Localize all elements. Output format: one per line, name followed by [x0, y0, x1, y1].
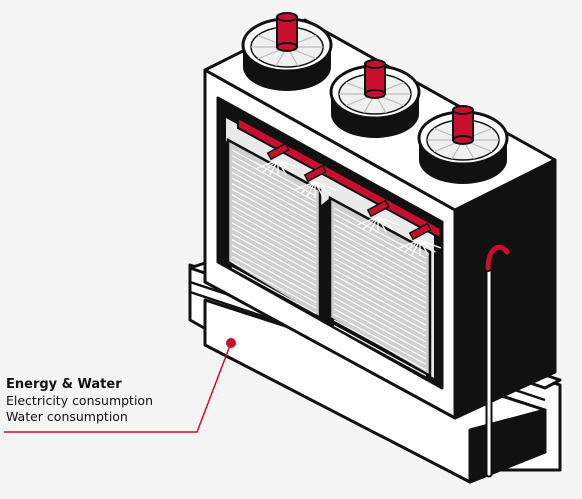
fill-line: [333, 235, 427, 287]
spray-line: [293, 181, 316, 191]
spray-line: [314, 181, 324, 198]
fill-line: [333, 297, 427, 349]
spray-line: [419, 239, 436, 253]
spray-line: [362, 216, 379, 230]
fill-line: [333, 280, 427, 332]
fill-line: [231, 177, 317, 225]
fill-line: [333, 285, 427, 337]
fill-line: [333, 207, 427, 259]
spray-line: [419, 239, 442, 249]
fill-line: [333, 291, 427, 343]
fill-line: [231, 149, 317, 197]
external-water-pipe: [484, 243, 511, 478]
spray-line: [377, 216, 387, 233]
fill-line: [333, 257, 427, 309]
indicator-dot-icon[interactable]: [226, 338, 236, 348]
spray-line: [377, 216, 400, 226]
fill-line: [231, 261, 317, 309]
fill-line: [333, 313, 427, 365]
spray-line: [299, 181, 316, 195]
callout-title: Energy & Water: [6, 377, 122, 392]
spray-line: [269, 159, 279, 176]
spray-line: [356, 216, 379, 226]
fill-line: [333, 319, 427, 371]
fill-line: [231, 188, 317, 236]
fill-line: [333, 241, 427, 293]
fill-line: [231, 233, 317, 281]
spray-line: [377, 216, 394, 230]
spray-line: [262, 159, 279, 173]
fill-line: [333, 308, 427, 360]
fill-line: [231, 211, 317, 259]
spray-line: [306, 181, 316, 198]
fill-line: [231, 205, 317, 253]
fill-line: [231, 244, 317, 292]
fill-line: [333, 325, 427, 377]
spray-line: [277, 159, 300, 169]
spray-line: [314, 181, 331, 195]
spray-pipe: [237, 116, 441, 241]
fill-line: [231, 216, 317, 264]
energy-water-callout: Energy & Water Electricity consumption W…: [6, 377, 153, 425]
fill-line: [231, 183, 317, 231]
fill-line: [231, 239, 317, 287]
fill-line: [333, 274, 427, 326]
fill-line: [231, 267, 317, 315]
spray-line: [404, 239, 421, 253]
spray-line: [256, 159, 279, 169]
fill-line: [333, 229, 427, 281]
fill-line: [333, 263, 427, 315]
spray-line: [277, 159, 287, 176]
fan-icon[interactable]: [241, 12, 333, 91]
fill-line: [231, 250, 317, 298]
fill-line: [333, 269, 427, 321]
spray-line: [277, 159, 294, 173]
fan-icon[interactable]: [329, 59, 421, 138]
fill-line: [333, 218, 427, 270]
fill-line: [231, 199, 317, 247]
spray-line: [419, 239, 429, 256]
fill-line: [231, 155, 317, 203]
fill-line: [231, 222, 317, 270]
fill-line: [231, 160, 317, 208]
fill-line: [231, 255, 317, 303]
fill-line: [333, 213, 427, 265]
spray-line: [369, 216, 379, 233]
callout-leader: [4, 338, 236, 433]
spray-line: [411, 239, 421, 256]
fill-line: [333, 302, 427, 354]
fan-icon[interactable]: [417, 105, 509, 184]
water-spray-pattern: [256, 159, 442, 256]
fill-line: [333, 224, 427, 276]
fill-line: [231, 171, 317, 219]
spray-line: [314, 181, 337, 191]
fill-media-lines: [231, 149, 427, 377]
callout-line-water: Water consumption: [6, 409, 128, 424]
callout-line-electricity: Electricity consumption: [6, 393, 153, 408]
spray-line: [398, 239, 421, 249]
fill-line: [333, 246, 427, 298]
fill-line: [231, 227, 317, 275]
fill-line: [231, 194, 317, 242]
fill-line: [231, 166, 317, 214]
fill-line: [333, 252, 427, 304]
